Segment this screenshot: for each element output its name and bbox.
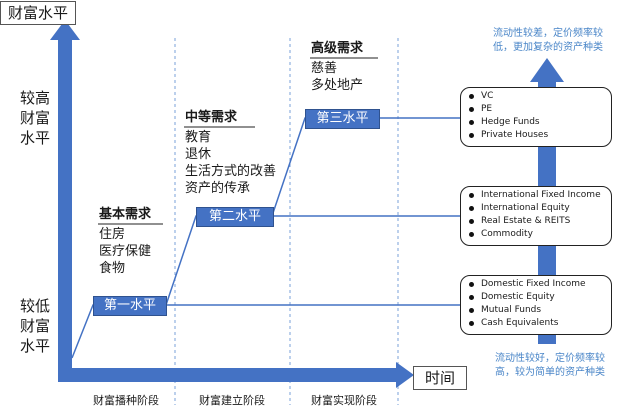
- y-axis-shaft: [58, 38, 72, 374]
- need-title-advanced: 高级需求: [311, 41, 364, 56]
- need-title-basic: 基本需求: [99, 207, 152, 222]
- asset-box-alternative: VC PE Hedge Funds Private Houses: [460, 87, 612, 147]
- note-high-liquidity: 流动性较好，定价频率较 高，较为简单的资产种类: [470, 352, 630, 380]
- need-title-medium: 中等需求: [185, 110, 238, 125]
- note-line: 高，较为简单的资产种类: [495, 367, 605, 378]
- level-box-2: 第二水平: [196, 207, 274, 227]
- x-axis-shaft: [58, 368, 398, 382]
- y-label-high-line: 水平: [20, 129, 51, 147]
- note-line: 流动性较差，定价频率较: [493, 28, 603, 39]
- y-label-low-line: 水平: [20, 337, 51, 355]
- asset-item: VC: [467, 90, 605, 103]
- level-box-3: 第三水平: [305, 109, 380, 129]
- y-axis-arrowhead: [50, 20, 80, 40]
- liquidity-arrow-head: [530, 58, 564, 82]
- asset-item: Private Houses: [467, 129, 605, 142]
- note-low-liquidity: 流动性较差，定价频率较 低，更加复杂的资产种类: [468, 27, 628, 55]
- y-label-low: 较低 财富 水平: [20, 296, 50, 356]
- asset-item: International Fixed Income: [467, 189, 605, 202]
- x-axis-arrowhead: [396, 362, 414, 388]
- needs-advanced: 慈善 多处地产: [311, 60, 363, 94]
- stage-label-building: 财富建立阶段: [199, 394, 265, 407]
- y-label-low-line: 财富: [20, 317, 51, 335]
- need-item: 退休: [185, 147, 212, 162]
- asset-item: Domestic Fixed Income: [467, 278, 605, 291]
- asset-item: Commodity: [467, 228, 605, 241]
- need-item: 生活方式的改善: [185, 164, 277, 179]
- need-item: 住房: [99, 227, 126, 242]
- needs-basic: 住房 医疗保健 食物: [99, 226, 151, 277]
- y-label-high: 较高 财富 水平: [20, 88, 50, 148]
- asset-item: Cash Equivalents: [467, 317, 605, 330]
- asset-item: International Equity: [467, 202, 605, 215]
- need-item: 多处地产: [311, 78, 364, 93]
- need-item: 食物: [99, 261, 126, 276]
- y-axis-title: 财富水平: [0, 1, 76, 25]
- asset-box-domestic: Domestic Fixed Income Domestic Equity Mu…: [460, 275, 612, 335]
- need-item: 资产的传承: [185, 181, 251, 196]
- y-label-low-line: 较低: [20, 297, 51, 315]
- note-line: 流动性较好，定价频率较: [495, 353, 605, 364]
- level-box-1: 第一水平: [93, 296, 167, 316]
- need-item: 医疗保健: [99, 244, 152, 259]
- stage-label-realization: 财富实现阶段: [311, 394, 377, 407]
- asset-item: Domestic Equity: [467, 291, 605, 304]
- stage-label-seeding: 财富播种阶段: [93, 394, 159, 407]
- need-item: 慈善: [311, 61, 338, 76]
- asset-item: Mutual Funds: [467, 304, 605, 317]
- needs-medium: 教育 退休 生活方式的改善 资产的传承: [185, 129, 276, 197]
- asset-item: PE: [467, 103, 605, 116]
- x-axis-title: 时间: [413, 366, 467, 390]
- y-label-high-line: 较高: [20, 89, 51, 107]
- asset-item: Hedge Funds: [467, 116, 605, 129]
- asset-item: Real Estate & REITS: [467, 215, 605, 228]
- y-label-high-line: 财富: [20, 109, 51, 127]
- need-item: 教育: [185, 130, 212, 145]
- asset-box-international: International Fixed Income International…: [460, 186, 612, 246]
- note-line: 低，更加复杂的资产种类: [493, 42, 603, 53]
